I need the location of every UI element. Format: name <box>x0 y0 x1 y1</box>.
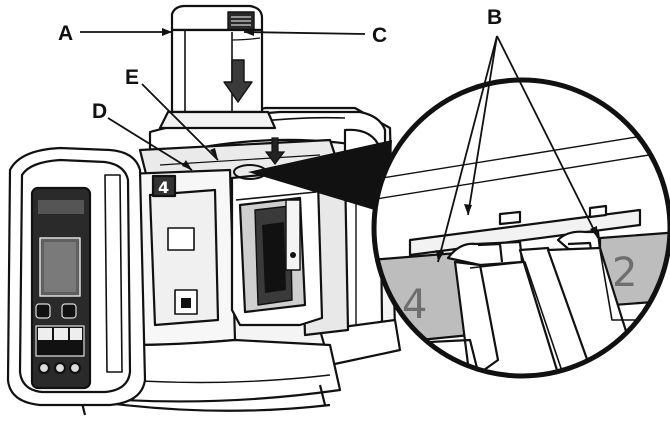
battery-pack <box>158 4 277 130</box>
callout-c: C <box>372 24 387 47</box>
callout-a: A <box>58 22 73 45</box>
callout-e: E <box>125 66 139 89</box>
radio-body <box>6 106 402 416</box>
leader-arrowheads <box>162 28 598 262</box>
leader-b-2 <box>467 35 498 216</box>
right-slot-number: 2 <box>612 250 637 296</box>
leader-b-1 <box>437 35 498 263</box>
callout-d: D <box>92 100 107 123</box>
leader-d <box>107 117 193 171</box>
insertion-arrow <box>264 137 286 165</box>
leader-c <box>243 31 366 35</box>
left-slot-number: 4 <box>402 282 427 328</box>
inserted-battery <box>230 168 324 327</box>
leader-lines <box>80 31 599 263</box>
magnifier-pointer <box>233 140 392 214</box>
callout-b: B <box>487 6 502 29</box>
leader-b-3 <box>496 35 599 239</box>
detail-magnifier <box>371 77 670 379</box>
leader-e <box>141 83 219 161</box>
body-slot-number: 4 <box>158 178 169 197</box>
